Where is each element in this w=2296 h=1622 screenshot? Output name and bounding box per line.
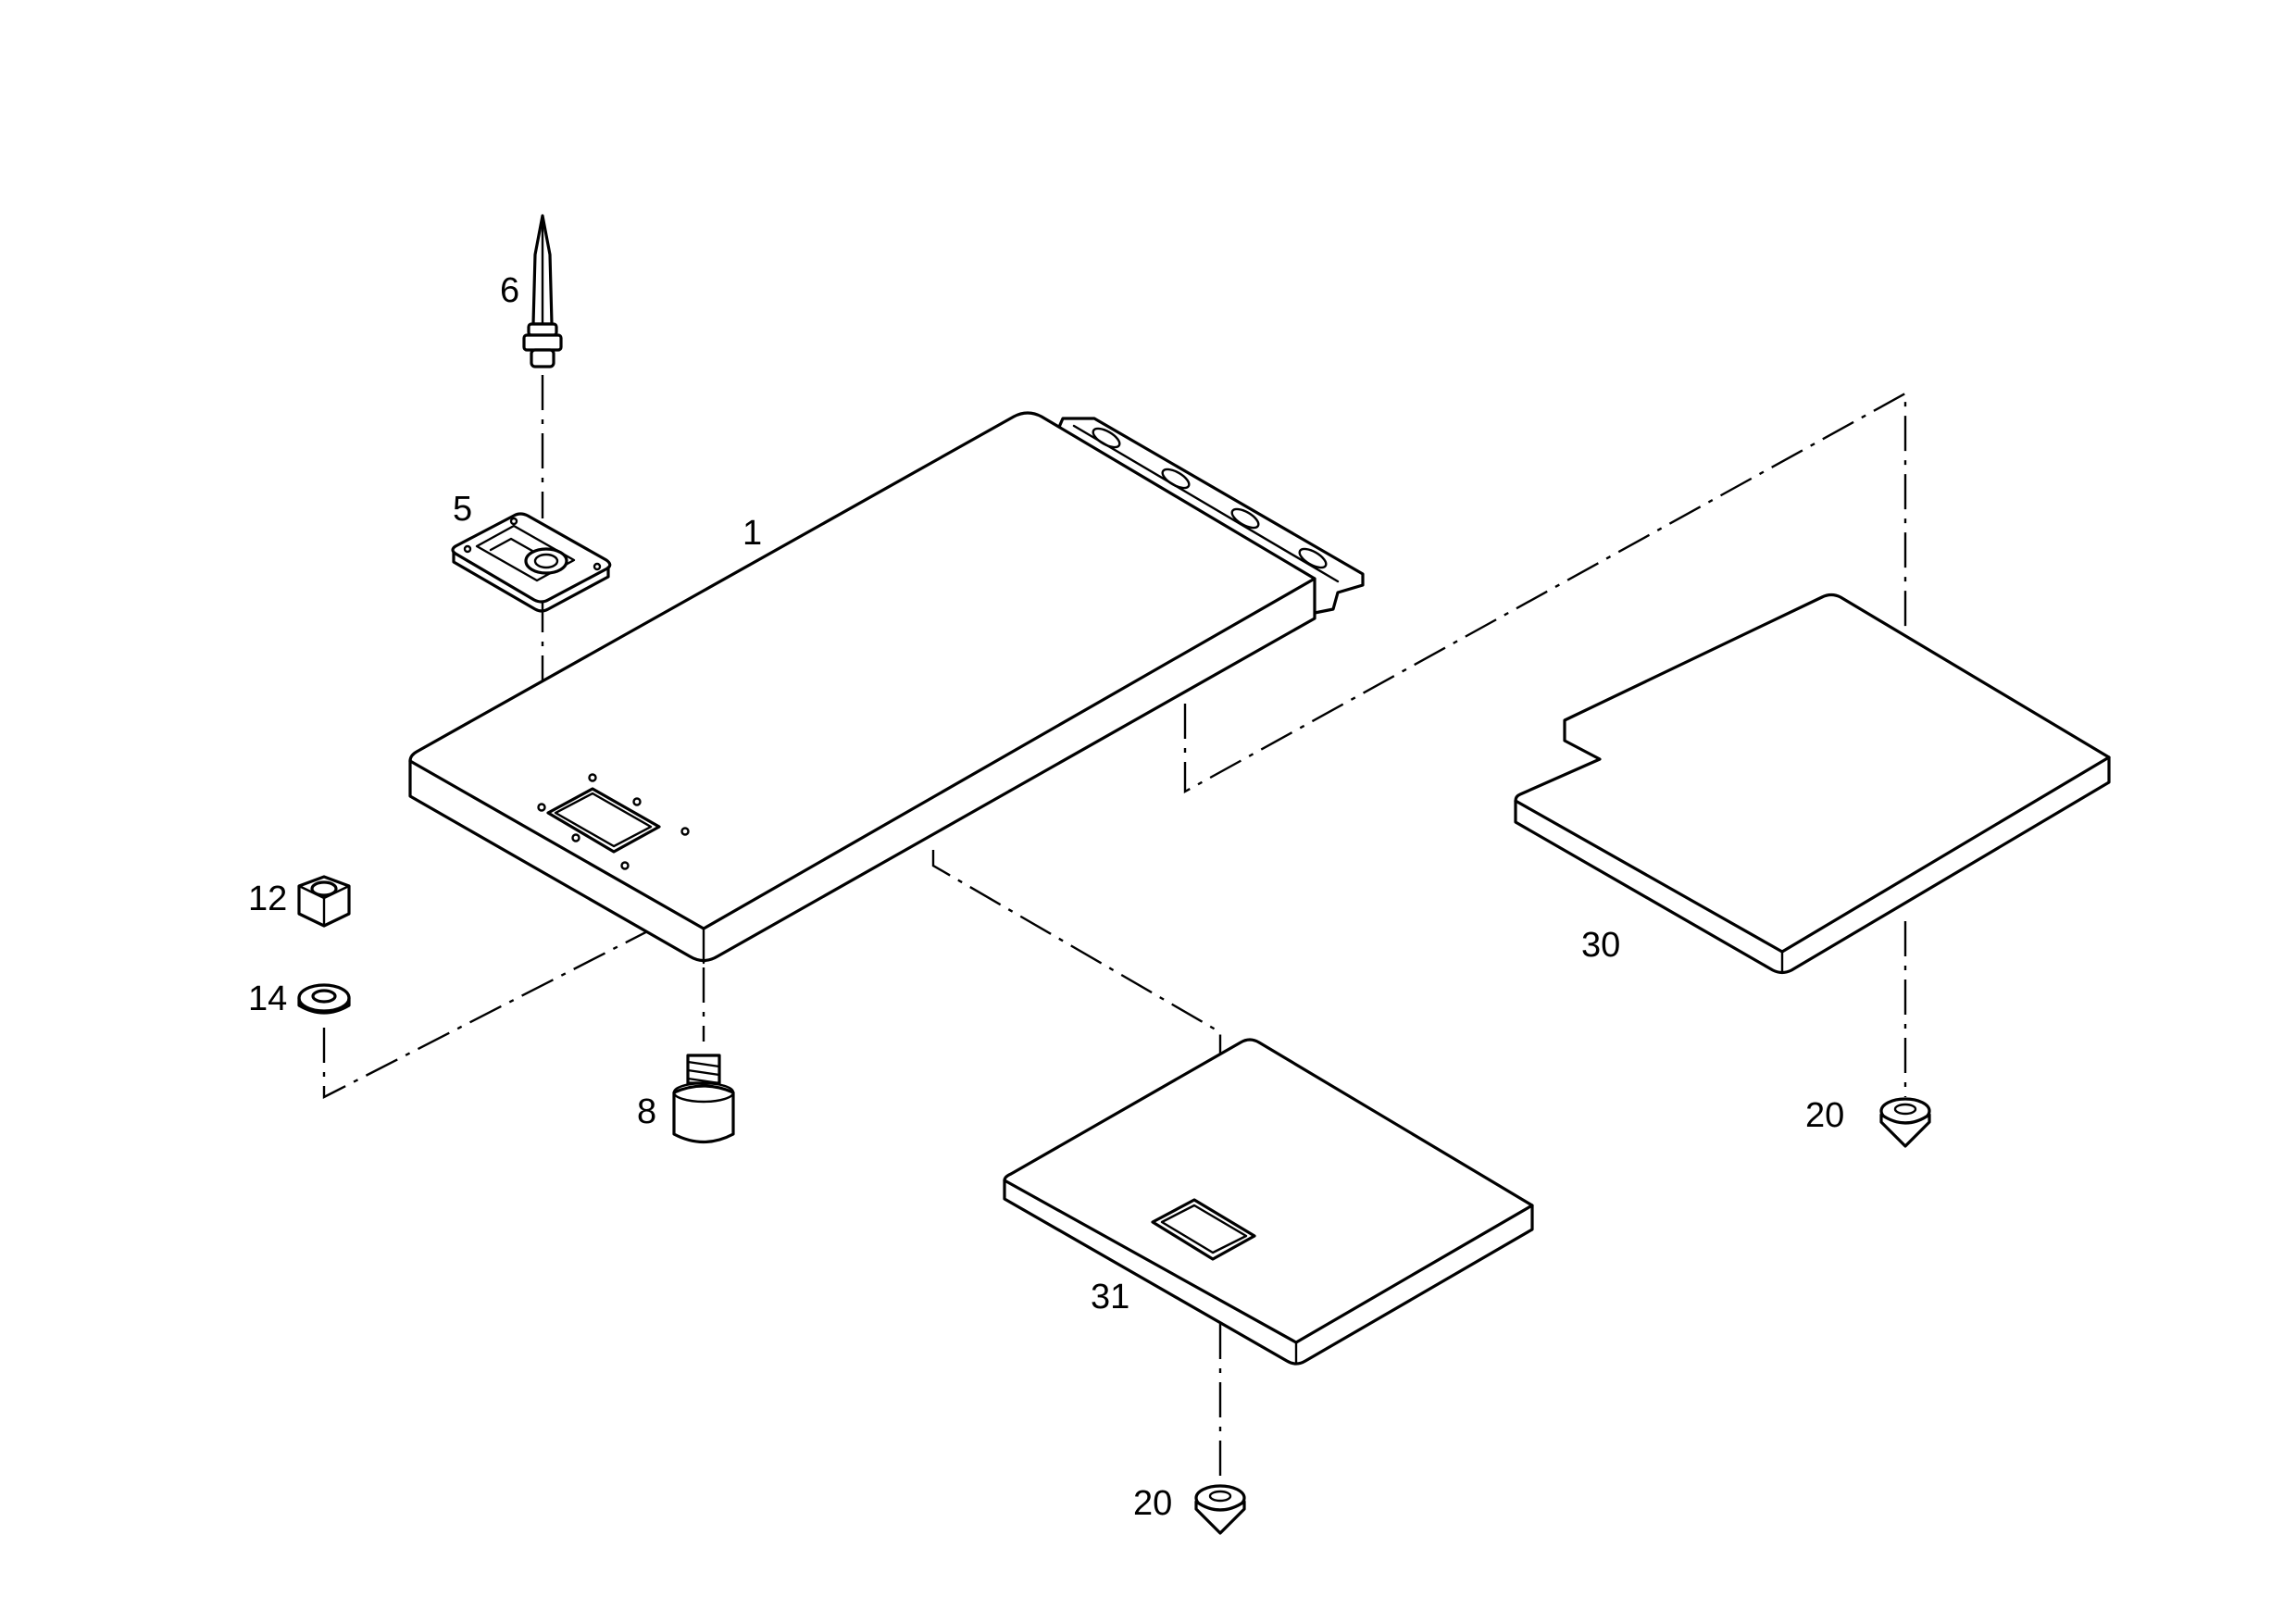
leader-panel-31 <box>931 850 1222 1100</box>
flange-slot <box>1092 427 1121 449</box>
label-part-20-bottom: 20 <box>1133 1484 1172 1523</box>
plate-hole <box>680 827 690 836</box>
bracket <box>451 512 612 613</box>
plate-hole <box>588 773 597 782</box>
plate-top <box>408 411 1316 963</box>
label-part-30: 30 <box>1581 926 1620 965</box>
panel-30 <box>1514 593 2111 975</box>
panel-31-cutout <box>1151 1198 1256 1261</box>
plate-cutout <box>546 787 661 854</box>
label-part-14: 14 <box>248 979 287 1018</box>
label-part-1: 1 <box>742 514 762 553</box>
cone-foot-right <box>1879 1097 1931 1148</box>
label-part-31: 31 <box>1091 1278 1129 1316</box>
flange-slot <box>1230 507 1260 530</box>
label-part-5: 5 <box>453 490 472 529</box>
washer <box>297 983 351 1015</box>
label-part-12: 12 <box>248 880 287 918</box>
leader-nut-washer <box>322 880 705 1099</box>
panel-31 <box>1003 1038 1534 1366</box>
flange-slot <box>1298 547 1328 569</box>
label-part-8: 8 <box>637 1092 656 1131</box>
plate-hole <box>537 803 546 812</box>
pin <box>522 214 563 368</box>
hex-nut <box>297 875 351 928</box>
part-labels: 1 5 6 8 12 14 20 20 30 31 <box>248 271 1844 1523</box>
flange-slot <box>1161 468 1191 490</box>
plate-hole <box>632 797 642 806</box>
label-part-6: 6 <box>500 271 519 310</box>
cone-foot-bottom <box>1194 1484 1246 1535</box>
main-plate <box>408 411 1365 965</box>
leader-panel-30 <box>1183 391 1907 838</box>
foot-8 <box>672 1054 735 1143</box>
label-part-20-right: 20 <box>1805 1096 1844 1135</box>
plate-hole <box>620 861 630 870</box>
plate-hole <box>571 833 580 842</box>
